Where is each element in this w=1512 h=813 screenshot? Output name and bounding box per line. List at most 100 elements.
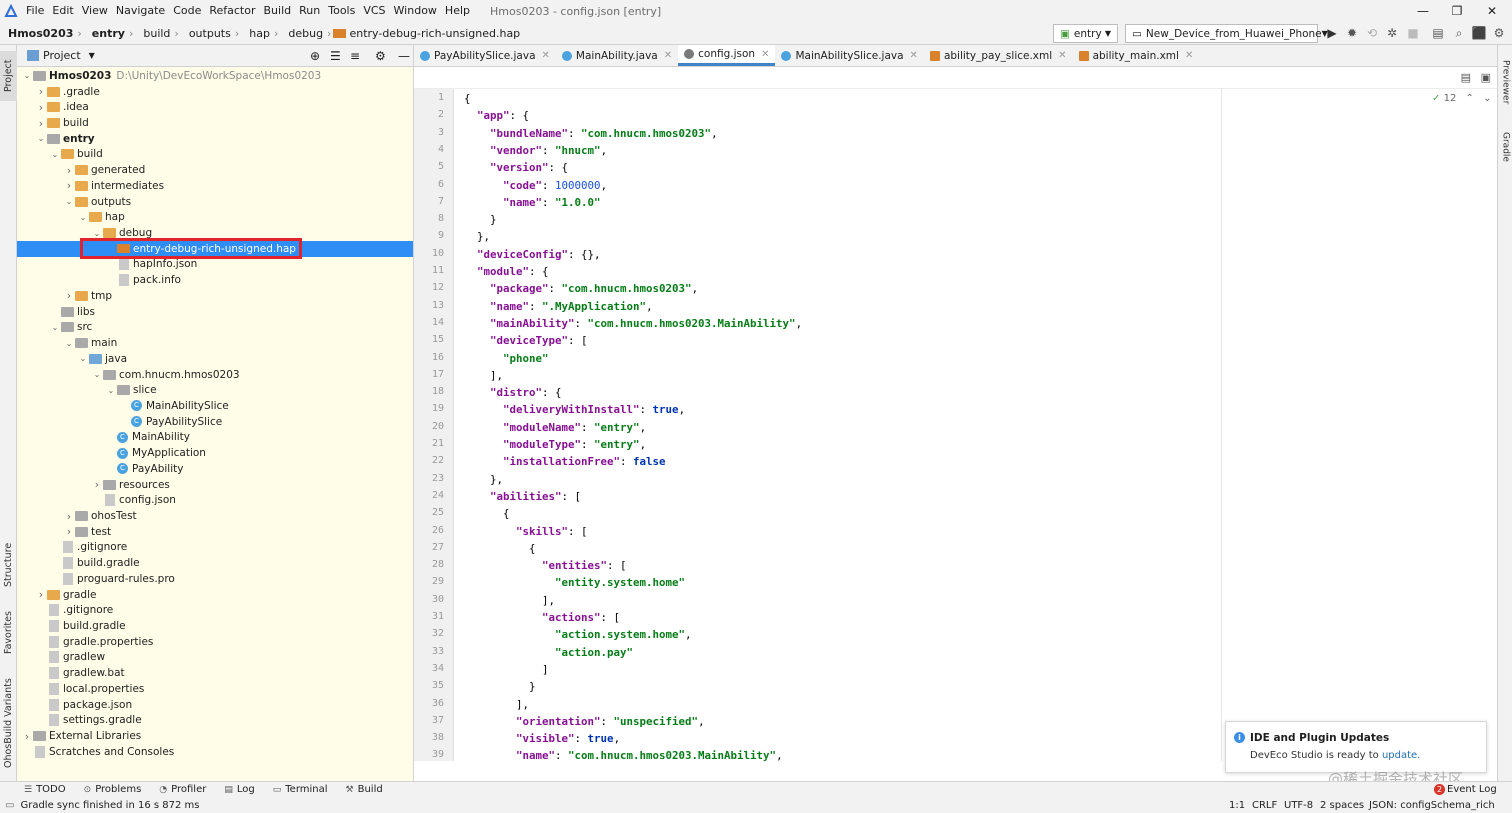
code-line[interactable]: }, — [464, 472, 504, 486]
project-view-select[interactable]: Project — [43, 49, 81, 62]
update-notification[interactable]: i IDE and Plugin Updates DevEco Studio i… — [1225, 721, 1487, 773]
settings-icon[interactable]: ⚙ — [1493, 26, 1505, 40]
breadcrumb-item[interactable]: outputs — [188, 26, 231, 40]
inspection-widget[interactable]: ✓ 12 ⌃ ⌄ — [1432, 93, 1491, 104]
chevron-down-icon[interactable]: ⌄ — [79, 354, 87, 364]
tree-item[interactable]: ›test — [17, 524, 413, 540]
sdk-manager-icon[interactable]: ⬛ — [1471, 26, 1487, 40]
update-link[interactable]: update. — [1381, 750, 1421, 761]
code-line[interactable]: "name": "com.hnucm.hmos0203.MainAbility"… — [516, 749, 783, 761]
tree-item[interactable]: libs — [17, 304, 413, 320]
run-config-select[interactable]: ▣ entry ▼ — [1053, 24, 1118, 43]
tree-item[interactable]: ⌄entry — [17, 131, 413, 147]
gradle-tool-tab[interactable]: Gradle — [1500, 132, 1511, 162]
chevron-down-icon[interactable]: ⌄ — [93, 370, 101, 380]
tree-item[interactable]: ⌄src — [17, 320, 413, 336]
menu-refactor[interactable]: Refactor — [209, 4, 256, 17]
menu-window[interactable]: Window — [393, 4, 437, 17]
profile-icon[interactable]: ⟲ — [1366, 26, 1378, 40]
tree-item[interactable]: entry-debug-rich-unsigned.hap — [17, 240, 413, 257]
breadcrumb-item[interactable]: entry-debug-rich-unsigned.hap — [349, 26, 521, 40]
code-line[interactable]: "actions": [ — [542, 611, 621, 624]
code-line[interactable]: "abilities": [ — [490, 489, 582, 503]
menu-code[interactable]: Code — [173, 4, 202, 17]
device-select[interactable]: ▭ New_Device_from_Huawei_Phone ▼ — [1125, 24, 1328, 43]
chevron-right-icon[interactable]: › — [38, 116, 44, 130]
json-schema[interactable]: JSON: configSchema_rich — [1369, 799, 1495, 811]
tree-item[interactable]: ›External Libraries — [17, 728, 413, 744]
tree-item[interactable]: ›.gradle — [17, 84, 413, 100]
breadcrumb-item[interactable]: debug — [288, 26, 324, 40]
code-line[interactable]: "version": { — [490, 161, 569, 175]
code-line[interactable]: "name": "1.0.0" — [503, 195, 601, 209]
tree-item[interactable]: config.json — [17, 492, 413, 508]
close-tab-icon[interactable]: ✕ — [1184, 50, 1194, 61]
code-line[interactable]: { — [464, 507, 510, 521]
code-line[interactable]: "phone" — [503, 351, 549, 365]
breadcrumb-item[interactable]: Hmos0203 — [8, 26, 74, 40]
menu-edit[interactable]: Edit — [52, 4, 74, 17]
tree-item[interactable]: ⌄hap — [17, 209, 413, 225]
line-separator[interactable]: CRLF — [1252, 799, 1278, 811]
editor-tab[interactable]: MainAbility.java✕ — [556, 45, 678, 66]
chevron-right-icon[interactable]: › — [66, 289, 72, 303]
attach-debugger-icon[interactable]: ✲ — [1386, 26, 1398, 40]
code-line[interactable]: { — [464, 92, 471, 105]
code-line[interactable]: "entity.system.home" — [555, 576, 686, 590]
menu-help[interactable]: Help — [444, 4, 470, 17]
chevron-down-icon[interactable]: ▼ — [88, 51, 95, 60]
chevron-down-icon[interactable]: ⌄ — [65, 197, 73, 207]
tree-item[interactable]: ›generated — [17, 162, 413, 178]
chevron-right-icon[interactable]: › — [38, 588, 44, 602]
editor-tab[interactable]: config.json✕ — [678, 45, 776, 66]
editor-tab[interactable]: PayAbilitySlice.java✕ — [414, 45, 556, 66]
tree-item[interactable]: ›build — [17, 115, 413, 131]
tool-tab-profiler[interactable]: ◔Profiler — [149, 784, 214, 795]
preview-icon[interactable]: ▣ — [1480, 71, 1491, 84]
code-line[interactable]: }, — [464, 230, 491, 244]
chevron-down-icon[interactable]: ⌄ — [107, 385, 115, 395]
code-line[interactable]: "skills": [ — [516, 524, 588, 538]
code-line[interactable]: ], — [464, 593, 556, 607]
menu-tools[interactable]: Tools — [328, 4, 356, 17]
chevron-down-icon[interactable]: ⌄ — [79, 212, 87, 222]
code-line[interactable]: "deliveryWithInstall": true, — [503, 403, 686, 417]
breadcrumb-item[interactable]: build — [143, 26, 171, 40]
status-panel-icon[interactable]: ▭ — [5, 799, 15, 811]
tree-item[interactable]: ›resources — [17, 477, 413, 493]
tree-item[interactable]: ⌄main — [17, 335, 413, 351]
stop-icon[interactable]: ■ — [1407, 26, 1419, 40]
tree-item[interactable]: gradlew.bat — [17, 665, 413, 681]
tree-item[interactable]: ›.idea — [17, 99, 413, 115]
code-line[interactable]: "deviceConfig": {}, — [477, 247, 601, 261]
code-line[interactable]: ] — [464, 662, 549, 676]
close-tab-icon[interactable]: ✕ — [541, 50, 550, 61]
status-message[interactable]: Gradle sync finished in 16 s 872 ms — [20, 799, 200, 811]
chevron-right-icon[interactable]: › — [66, 525, 72, 539]
file-encoding[interactable]: UTF-8 — [1284, 799, 1314, 811]
chevron-right-icon[interactable]: › — [94, 478, 100, 492]
breadcrumb-item[interactable]: entry — [91, 26, 125, 40]
chevron-right-icon[interactable]: › — [66, 179, 72, 193]
tree-item[interactable]: local.properties — [17, 681, 413, 697]
project-structure-icon[interactable]: ▤ — [1432, 26, 1444, 40]
tree-item[interactable]: package.json — [17, 697, 413, 713]
tree-item[interactable]: ⌄com.hnucm.hmos0203 — [17, 367, 413, 383]
tree-item[interactable]: ›gradle — [17, 587, 413, 603]
gear-icon[interactable]: ⚙ — [375, 48, 386, 63]
editor-tab[interactable]: ability_main.xml✕ — [1073, 45, 1200, 66]
chevron-down-icon[interactable]: ⌄ — [51, 149, 59, 159]
search-icon[interactable]: ⌕ — [1455, 25, 1463, 40]
code-line[interactable]: "moduleName": "entry", — [503, 420, 647, 434]
code-line[interactable]: "distro": { — [490, 386, 562, 400]
expand-all-icon[interactable]: ☰ — [330, 48, 341, 63]
tree-item[interactable]: gradle.properties — [17, 634, 413, 650]
hide-panel-icon[interactable]: — — [398, 48, 410, 63]
chevron-down-icon[interactable]: ⌄ — [23, 71, 31, 81]
code-line[interactable]: "deviceType": [ — [490, 334, 588, 348]
caret-position[interactable]: 1:1 — [1229, 799, 1246, 811]
tree-item[interactable]: settings.gradle — [17, 713, 413, 729]
